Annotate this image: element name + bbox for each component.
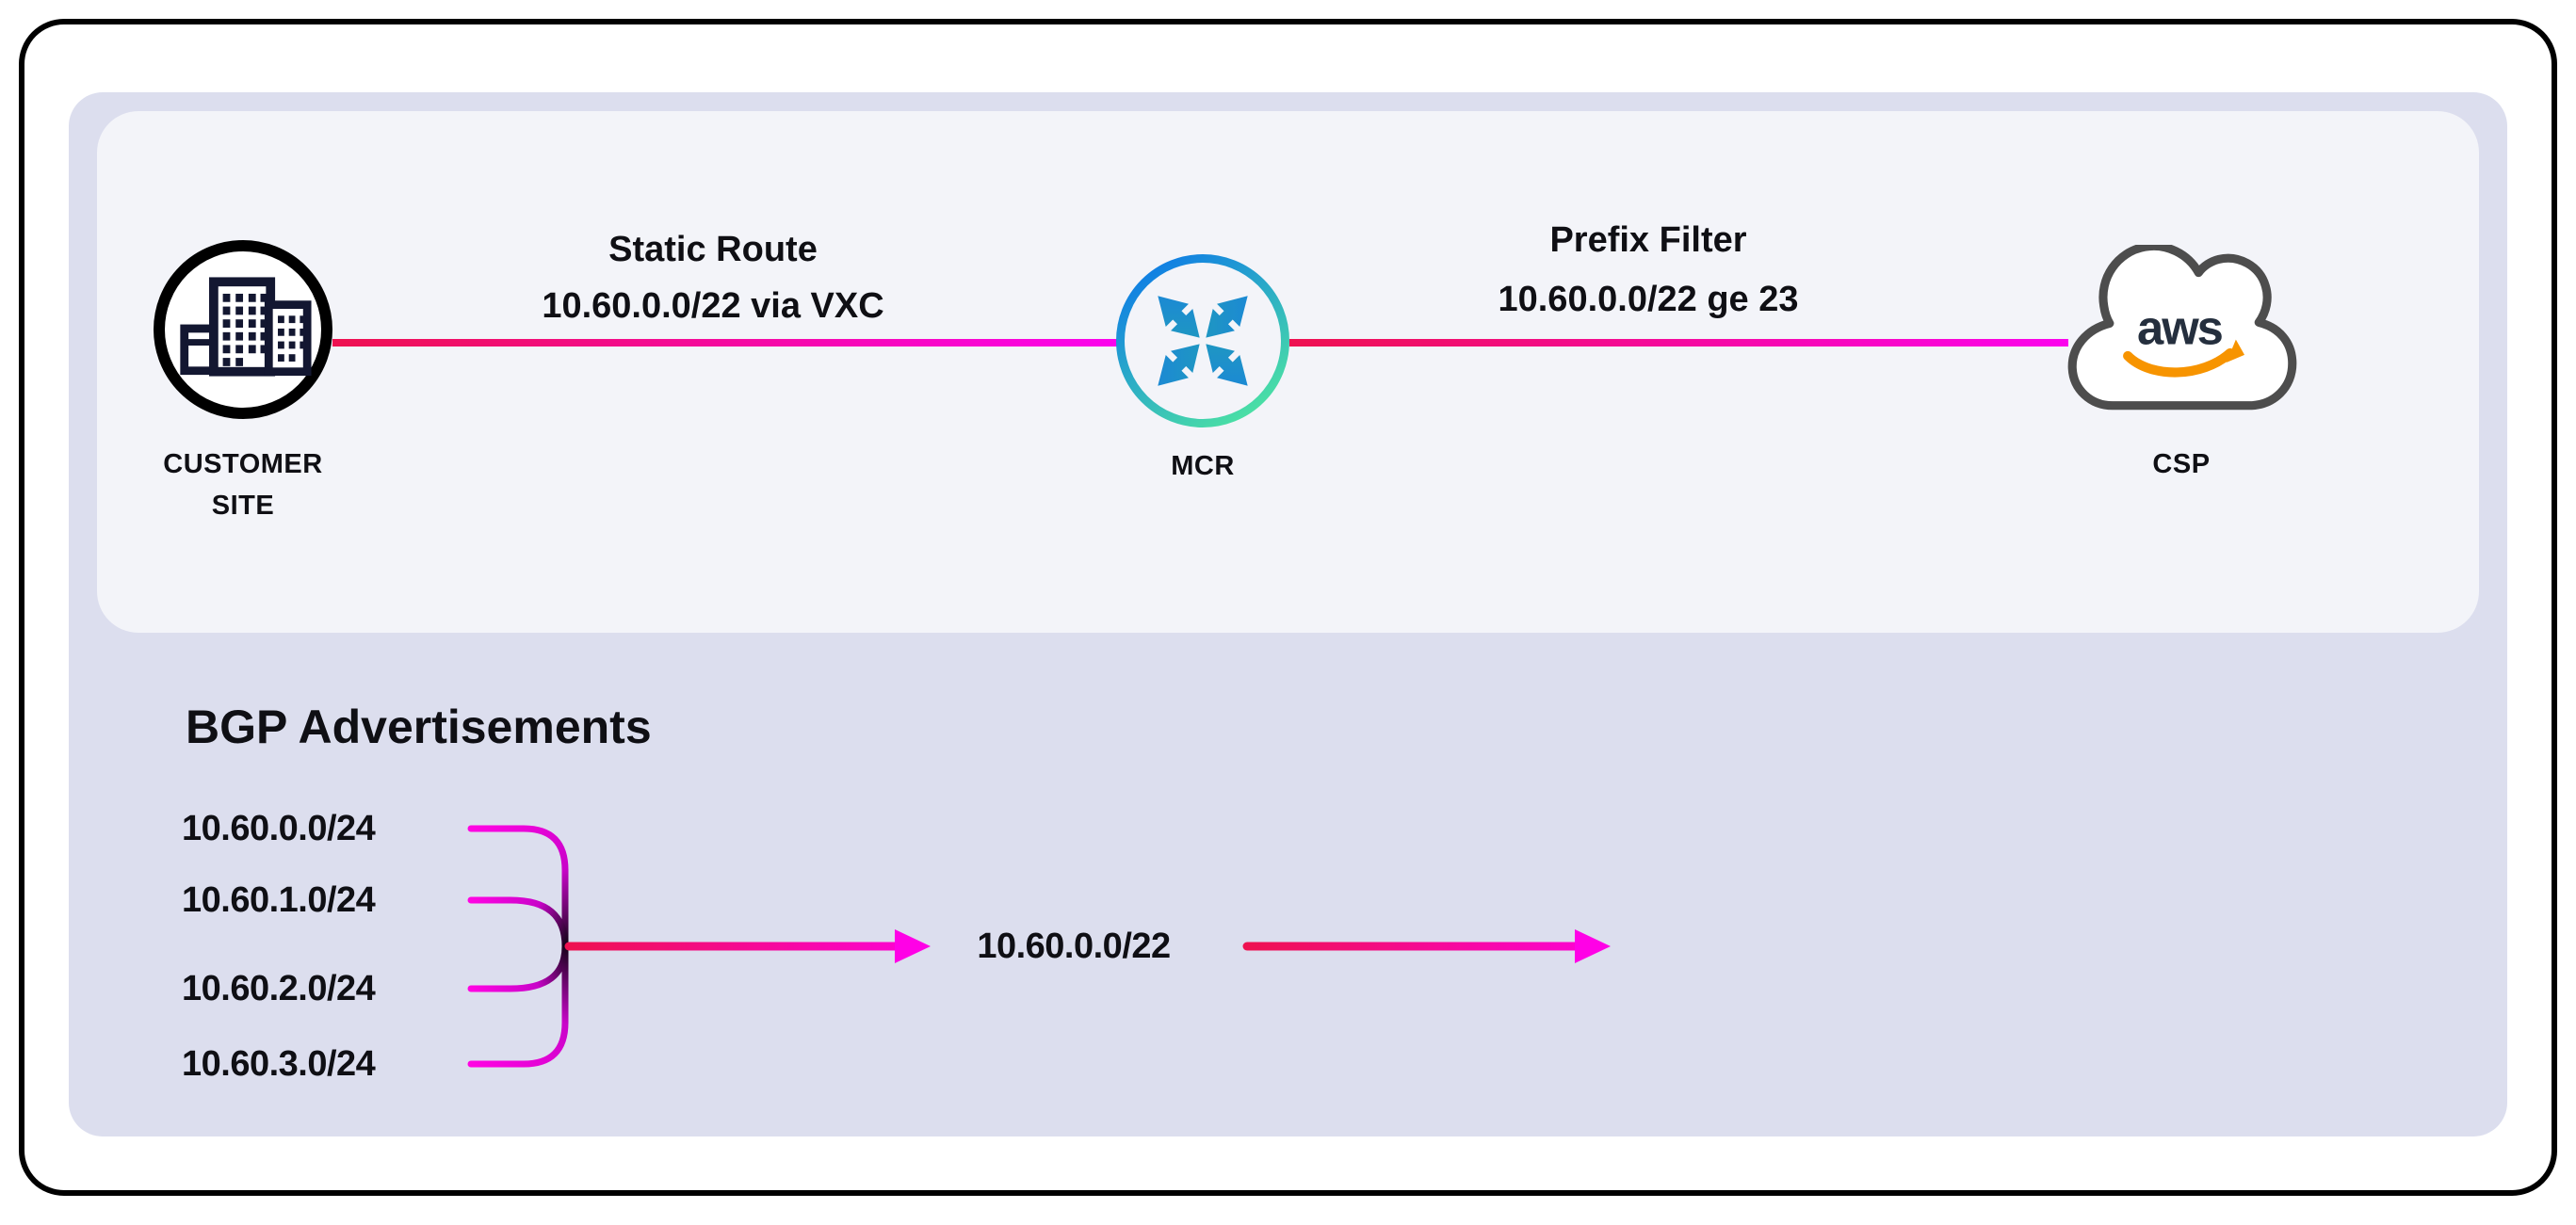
static-route-detail: 10.60.0.0/22 via VXC — [542, 286, 884, 326]
customer-site-label-line1: CUSTOMER — [163, 449, 323, 479]
mcr-cross-arrows — [1158, 297, 1247, 385]
mcr-label: MCR — [1171, 451, 1235, 481]
buildings-icon — [180, 277, 312, 377]
advertised-prefix-2: 10.60.1.0/24 — [182, 880, 376, 920]
cloud-outline — [2067, 245, 2297, 411]
prefix-filter-label: Prefix Filter 10.60.0.0/22 ge 23 — [1366, 218, 1931, 322]
static-route-line — [332, 339, 1117, 347]
customer-site-label-line2: SITE — [211, 491, 275, 521]
customer-site-label: CUSTOMER SITE — [102, 443, 384, 526]
bgp-advertisements-heading: BGP Advertisements — [186, 701, 652, 753]
mcr-ring — [1116, 254, 1289, 427]
advertised-prefix-3: 10.60.2.0/24 — [182, 969, 376, 1008]
prefix-filter-line — [1289, 339, 2068, 347]
customer-site-node — [154, 240, 332, 419]
mcr-router-icon — [1116, 254, 1289, 427]
advertised-prefix-4: 10.60.3.0/24 — [182, 1044, 376, 1084]
csp-label: CSP — [2152, 449, 2211, 479]
aws-cloud-icon: aws — [2067, 245, 2297, 411]
advertised-prefix-1: 10.60.0.0/24 — [182, 809, 376, 848]
building-windows — [222, 293, 306, 366]
aws-wordmark: aws — [2137, 301, 2223, 355]
aggregated-prefix-label: 10.60.0.0/22 — [977, 927, 1171, 966]
static-route-label: Static Route 10.60.0.0/22 via VXC — [430, 227, 996, 329]
static-route-title: Static Route — [608, 230, 818, 269]
prefix-filter-title: Prefix Filter — [1549, 220, 1747, 260]
building-right — [264, 300, 312, 377]
prefix-filter-detail: 10.60.0.0/22 ge 23 — [1498, 280, 1799, 319]
